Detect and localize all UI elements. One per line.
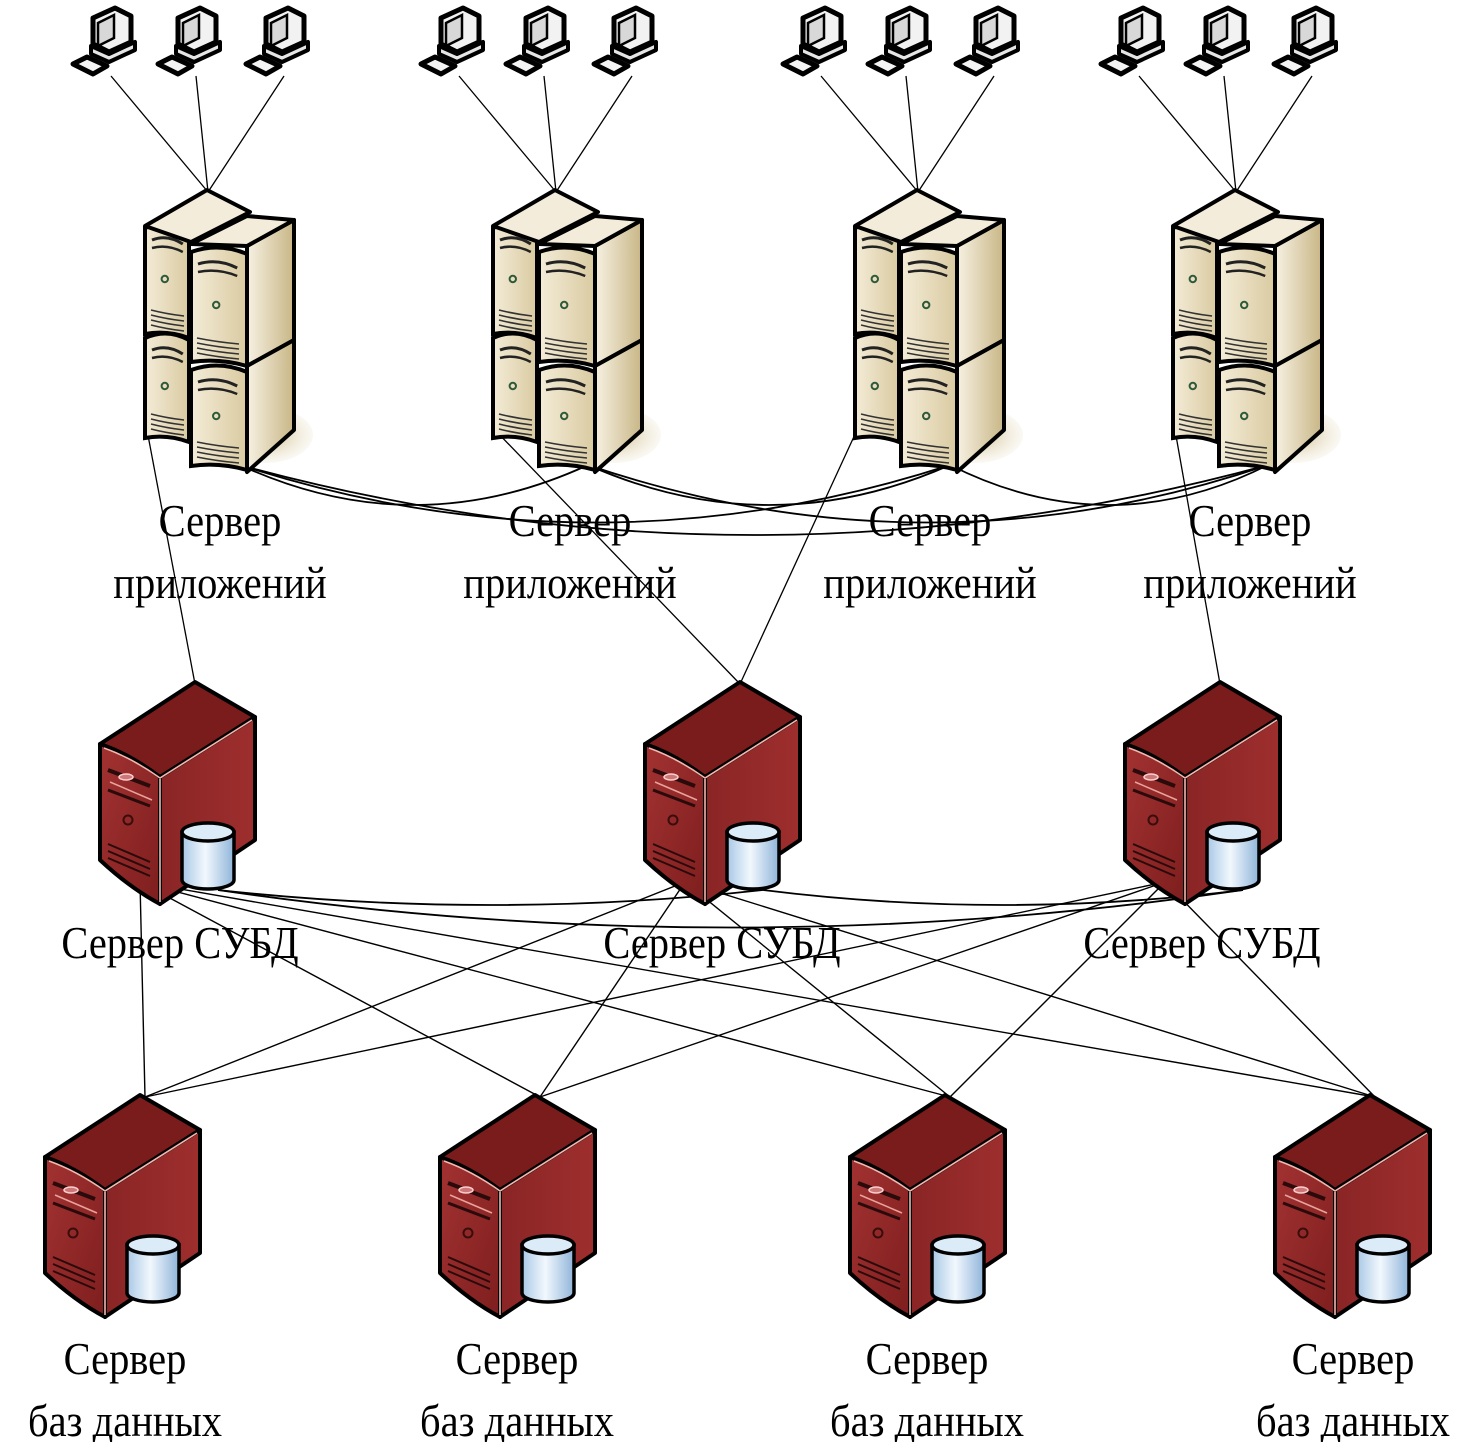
database-server-4-icon xyxy=(1273,1093,1432,1319)
app-app-link xyxy=(239,464,951,524)
dbms-db-link xyxy=(144,881,1166,1098)
label-line: Сервер xyxy=(1291,1333,1415,1384)
workstation-link xyxy=(1235,75,1313,193)
label-line: приложений xyxy=(113,557,327,608)
database-server-3-icon xyxy=(848,1093,1007,1319)
workstation-link xyxy=(905,75,919,193)
workstation-link xyxy=(917,75,995,193)
label-line: приложений xyxy=(1143,557,1357,608)
dbms-server-label-1: Сервер СУБД xyxy=(30,912,329,974)
app-app-link xyxy=(949,464,1269,506)
workstation-link xyxy=(207,75,285,193)
app-app-link xyxy=(239,464,1269,536)
label-line: Сервер xyxy=(868,495,992,546)
app-dbms-link xyxy=(146,429,196,685)
workstation-icon xyxy=(1098,5,1165,77)
db-server-label-2: Сервер баз данных xyxy=(389,1328,644,1442)
app-server-1-icon xyxy=(143,188,313,474)
workstation-icon xyxy=(70,5,137,77)
workstation-link xyxy=(195,75,209,193)
dbms-db-link xyxy=(139,881,1376,1098)
workstation-link xyxy=(1138,75,1237,193)
dbms-db-link xyxy=(539,881,686,1098)
dbms-db-link xyxy=(1164,881,1376,1098)
label-line: Сервер xyxy=(865,1333,989,1384)
app-server-4-icon xyxy=(1171,188,1341,474)
workstation-icon xyxy=(503,5,570,77)
label-line: Сервер xyxy=(455,1333,579,1384)
app-app-link xyxy=(587,464,951,506)
workstation-icon xyxy=(953,5,1020,77)
label-line: Сервер xyxy=(158,495,282,546)
label-line: Сервер СУБД xyxy=(1083,917,1321,968)
dbms-db-link xyxy=(139,881,951,1098)
dbms-db-link xyxy=(139,881,146,1098)
app-server-label-4: Сервер приложений xyxy=(1109,490,1391,614)
label-line: баз данных xyxy=(27,1395,223,1442)
dbms-server-3-icon xyxy=(1123,680,1282,906)
dbms-db-link xyxy=(949,881,1166,1098)
app-dbms-link xyxy=(1174,429,1221,685)
workstation-link xyxy=(543,75,557,193)
dbms-server-1-icon xyxy=(98,680,257,906)
label-line: приложений xyxy=(823,557,1037,608)
label-line: баз данных xyxy=(419,1395,615,1442)
workstation-icon xyxy=(591,5,658,77)
label-line: приложений xyxy=(463,557,677,608)
app-server-2-icon xyxy=(491,188,661,474)
workstation-link xyxy=(110,75,209,193)
app-app-link xyxy=(587,464,1269,524)
app-dbms-link xyxy=(739,429,858,685)
label-line: Сервер СУБД xyxy=(603,917,841,968)
db-server-label-3: Сервер баз данных xyxy=(799,1328,1054,1442)
workstation-link xyxy=(1223,75,1237,193)
workstation-icon xyxy=(155,5,222,77)
dbms-server-label-2: Сервер СУБД xyxy=(572,912,871,974)
dbms-db-link xyxy=(684,881,1376,1098)
workstation-icon xyxy=(243,5,310,77)
label-line: Сервер xyxy=(1188,495,1312,546)
app-server-label-1: Сервер приложений xyxy=(79,490,361,614)
dbms-db-link xyxy=(539,881,1166,1098)
workstation-icon xyxy=(780,5,847,77)
dbms-dbms-link xyxy=(217,889,1244,929)
workstation-icon xyxy=(418,5,485,77)
workstation-icon xyxy=(1271,5,1338,77)
workstation-link xyxy=(820,75,919,193)
workstation-link xyxy=(458,75,557,193)
label-line: баз данных xyxy=(829,1395,1025,1442)
workstation-link xyxy=(555,75,633,193)
app-server-3-icon xyxy=(853,188,1023,474)
app-server-label-2: Сервер приложений xyxy=(429,490,711,614)
nodes-layer xyxy=(43,5,1432,1319)
db-server-label-4: Сервер баз данных xyxy=(1225,1328,1479,1442)
dbms-server-label-3: Сервер СУБД xyxy=(1052,912,1351,974)
workstation-icon xyxy=(1183,5,1250,77)
app-dbms-link xyxy=(494,429,741,685)
db-server-label-1: Сервер баз данных xyxy=(0,1328,253,1442)
database-server-1-icon xyxy=(43,1093,202,1319)
label-line: баз данных xyxy=(1255,1395,1451,1442)
dbms-server-2-icon xyxy=(643,680,802,906)
label-line: Сервер СУБД xyxy=(61,917,299,968)
connections-layer xyxy=(110,75,1376,1098)
dbms-db-link xyxy=(144,881,686,1098)
dbms-db-link xyxy=(139,881,541,1098)
dbms-db-link xyxy=(684,881,951,1098)
database-server-2-icon xyxy=(438,1093,597,1319)
label-line: Сервер xyxy=(508,495,632,546)
label-line: Сервер xyxy=(63,1333,187,1384)
app-server-label-3: Сервер приложений xyxy=(789,490,1071,614)
dbms-dbms-link xyxy=(217,889,764,906)
workstation-icon xyxy=(865,5,932,77)
